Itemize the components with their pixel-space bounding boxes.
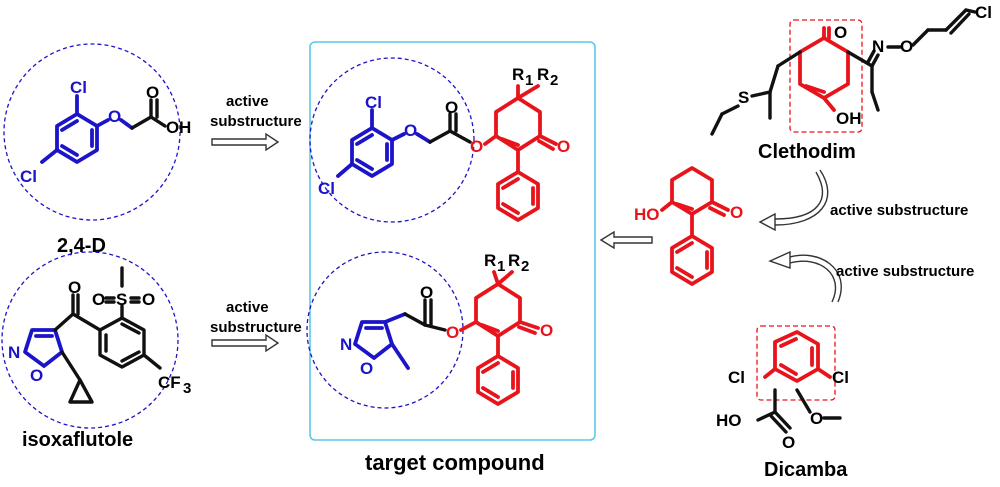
atom-cl: Cl: [20, 167, 37, 186]
substructure-highlight-box: [756, 325, 836, 401]
arrow-label: active substructure: [830, 202, 968, 219]
atom-o: O: [834, 23, 847, 42]
atom-ho: HO: [634, 205, 660, 224]
structure-dicamba: Cl Cl HO O O Dicamba: [716, 325, 849, 481]
atom-r2: R: [537, 65, 549, 84]
atom-cl: Cl: [365, 93, 382, 112]
arrow-active-substructure-middle: active substructure: [210, 299, 302, 353]
atom-o: O: [360, 359, 373, 378]
atom-o: O: [420, 283, 433, 302]
atom-o: O: [166, 118, 179, 137]
substructure-highlight-circle: [309, 57, 475, 223]
atom-cl: Cl: [832, 368, 849, 387]
label-dicamba: Dicamba: [764, 459, 848, 481]
arrow-label: substructure: [210, 113, 302, 130]
atom-o: O: [108, 107, 121, 126]
atom-r1: R: [512, 65, 524, 84]
arrow-label: substructure: [210, 319, 302, 336]
atom-n: N: [8, 343, 20, 362]
label-isoxaflutole: isoxaflutole: [22, 429, 133, 451]
atom-cl: Cl: [70, 78, 87, 97]
arrow-label: active: [226, 299, 269, 316]
structure-clethodim: O OH N O Cl S Clethodim: [710, 3, 992, 163]
atom-o: O: [470, 137, 483, 156]
target-compound-1: Cl Cl O O O O R 1 R 2: [309, 57, 570, 223]
arrow-core-to-target: [599, 230, 653, 250]
atom-r2: R: [508, 251, 520, 270]
atom-o: O: [30, 366, 43, 385]
atom-cl: Cl: [975, 3, 992, 22]
structure-core-substructure: HO O: [634, 166, 743, 286]
atom-o: O: [540, 321, 553, 340]
atom-o: O: [782, 433, 795, 452]
target-compound-2: N O O O O R 1 R 2: [306, 251, 553, 409]
isoxazole-ring: [23, 328, 64, 368]
atom-s: S: [738, 88, 749, 107]
phenyl-ring: [670, 234, 714, 286]
atom-h: H: [179, 118, 191, 137]
atom-o: O: [900, 37, 913, 56]
cyclohexenone-ring: [494, 96, 542, 152]
atom-o: O: [142, 290, 155, 309]
label-target-compound: target compound: [365, 450, 545, 475]
cyclohexenone-ring: [798, 36, 850, 100]
atom-s: S: [116, 290, 127, 309]
phenyl-ring: [476, 354, 520, 406]
atom-r1: R: [484, 251, 496, 270]
atom-cf: CF: [158, 373, 181, 392]
atom-o: O: [446, 323, 459, 342]
atom-cf3-subscript: 3: [183, 380, 191, 397]
atom-o: O: [445, 98, 458, 117]
cyclohexenone-ring: [474, 282, 522, 338]
atom-o: O: [146, 83, 159, 102]
phenyl-ring: [496, 170, 540, 222]
atom-cl: Cl: [728, 368, 745, 387]
atom-o: O: [404, 121, 417, 140]
cyclopropyl-ring: [68, 378, 94, 404]
arrow-label: active substructure: [836, 263, 974, 280]
structure-2-4-d: Cl Cl O O O H 2,4-D: [3, 43, 191, 257]
atom-n: N: [872, 37, 884, 56]
atom-ho: HO: [716, 411, 742, 430]
atom-r1-subscript: 1: [525, 72, 533, 89]
substructure-highlight-circle: [3, 43, 181, 221]
atom-cl: Cl: [318, 179, 335, 198]
atom-n: N: [340, 335, 352, 354]
arrow-active-substructure-top: active substructure: [210, 93, 302, 152]
atom-o: O: [557, 137, 570, 156]
target-compound-box: [309, 41, 596, 441]
arrow-label: active: [226, 93, 269, 110]
atom-r2-subscript: 2: [521, 258, 529, 275]
substructure-highlight-box: [789, 19, 863, 133]
substructure-highlight-circle: [1, 251, 179, 429]
isoxazole-ring: [353, 320, 394, 360]
atom-o: O: [810, 409, 823, 428]
label-2-4-d: 2,4-D: [57, 235, 106, 257]
atom-o: O: [68, 278, 81, 297]
atom-oh: OH: [836, 109, 862, 128]
label-clethodim: Clethodim: [758, 141, 856, 163]
atom-r2-subscript: 2: [550, 72, 558, 89]
arrow-clethodim-to-core: active substructure: [758, 169, 968, 232]
atom-r1-subscript: 1: [497, 258, 505, 275]
structure-isoxaflutole: N O O S O O CF 3 isoxaflutole: [1, 251, 191, 451]
atom-o: O: [92, 290, 105, 309]
arrow-dicamba-to-core: active substructure: [768, 250, 974, 303]
atom-o: O: [730, 203, 743, 222]
